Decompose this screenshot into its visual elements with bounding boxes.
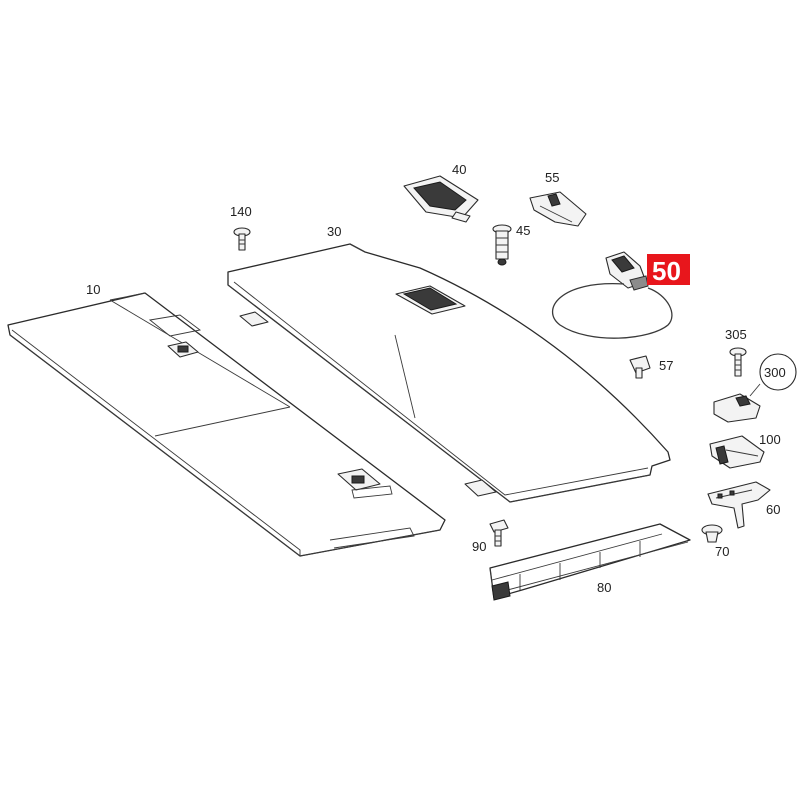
part-50-latch-cable[interactable] xyxy=(551,251,673,339)
part-label-45: 45 xyxy=(516,223,530,238)
part-57-screw[interactable] xyxy=(629,355,651,379)
part-45-bolt[interactable] xyxy=(492,224,512,266)
part-40-handle[interactable] xyxy=(403,175,479,223)
part-60-bracket[interactable] xyxy=(707,481,771,529)
part-label-30: 30 xyxy=(327,224,341,239)
part-30-cover-panel[interactable] xyxy=(227,243,671,503)
part-label-55: 55 xyxy=(545,170,559,185)
part-label-140: 140 xyxy=(230,204,252,219)
part-100-bracket[interactable] xyxy=(709,435,765,469)
part-10-floor-panel[interactable] xyxy=(7,292,446,557)
highlight-box-50 xyxy=(647,254,690,285)
part-label-57: 57 xyxy=(659,358,673,373)
part-label-50: 50 xyxy=(652,256,681,286)
part-70-push-clip[interactable] xyxy=(701,524,723,543)
part-label-70: 70 xyxy=(715,544,729,559)
part-55-bracket[interactable] xyxy=(529,191,587,227)
part-80-rail[interactable] xyxy=(489,523,691,601)
part-label-300: 300 xyxy=(764,365,786,380)
part-label-10: 10 xyxy=(86,282,100,297)
part-label-40: 40 xyxy=(452,162,466,177)
part-label-80: 80 xyxy=(597,580,611,595)
part-90-screw[interactable] xyxy=(489,519,509,547)
part-label-100: 100 xyxy=(759,432,781,447)
part-label-60: 60 xyxy=(766,502,780,517)
part-140-screw[interactable] xyxy=(233,227,251,251)
part-label-90: 90 xyxy=(472,539,486,554)
part-305-screw[interactable] xyxy=(729,347,747,377)
part-label-305: 305 xyxy=(725,327,747,342)
part-300-clip[interactable] xyxy=(713,393,761,423)
part-300-callout[interactable] xyxy=(759,353,797,391)
